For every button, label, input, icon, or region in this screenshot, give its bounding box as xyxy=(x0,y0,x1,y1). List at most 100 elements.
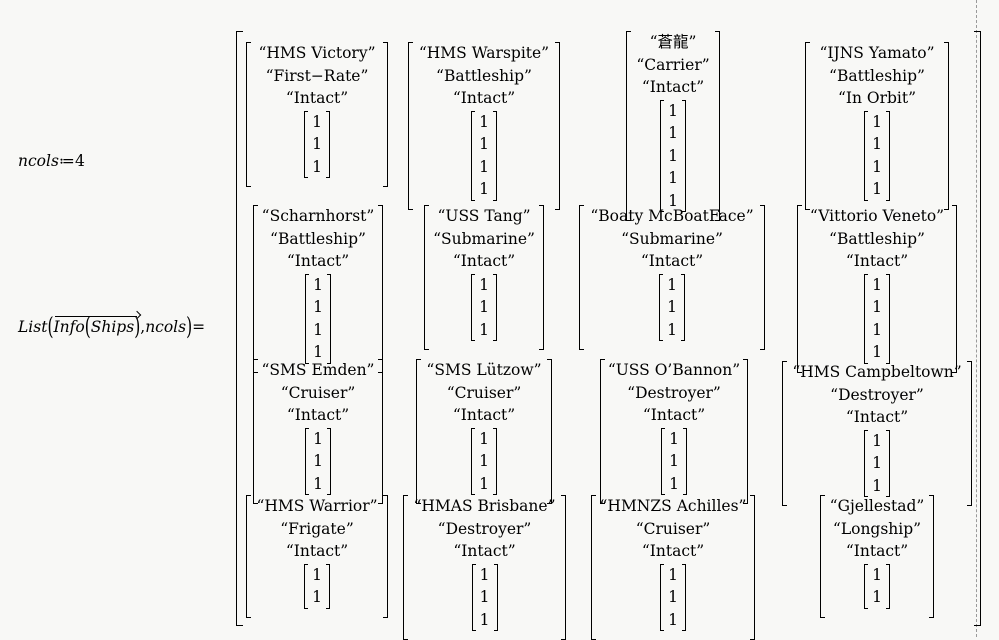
vector-left-bracket xyxy=(864,429,868,497)
vector-element: 1 xyxy=(669,452,679,470)
ship-type: “Carrier” xyxy=(636,55,710,74)
vector-element: 1 xyxy=(668,191,678,210)
vector-element: 1 xyxy=(479,452,489,470)
list-evaluation[interactable]: List(Info(Ships),ncols)= xyxy=(18,313,205,341)
inner-open-paren: ( xyxy=(84,313,91,341)
ship-status: “Intact” xyxy=(845,252,909,270)
ship-status: “Intact” xyxy=(452,252,516,270)
ship-type: “Cruiser” xyxy=(280,383,356,402)
vector-element: 1 xyxy=(312,112,322,131)
vector-right-bracket xyxy=(493,110,497,201)
vector-element: 1 xyxy=(872,343,882,361)
ship-type: “Destroyer” xyxy=(830,385,924,404)
vector-right-bracket xyxy=(493,563,498,631)
vector-right-bracket xyxy=(682,99,686,212)
ship-status: “Intact” xyxy=(285,542,349,560)
vector-element: 1 xyxy=(479,588,490,606)
vector-element: 1 xyxy=(872,135,882,153)
vector-element: 1 xyxy=(872,157,882,176)
record-left-bracket xyxy=(591,495,596,640)
vector-left-bracket xyxy=(659,273,663,341)
vector-element: 1 xyxy=(872,454,882,472)
vector-right-bracket xyxy=(886,429,890,497)
vector-left-bracket xyxy=(471,110,475,201)
ship-type: “Longship” xyxy=(832,519,922,538)
vector-right-bracket xyxy=(326,110,330,178)
record-left-bracket xyxy=(253,359,258,504)
vector-element: 1 xyxy=(479,320,489,339)
ship-name: “HMAS Brisbane” xyxy=(413,497,556,515)
record-left-bracket xyxy=(579,205,584,350)
ncols-variable: ncols xyxy=(18,152,59,170)
vector-element: 1 xyxy=(479,112,489,131)
vector-element: 1 xyxy=(312,588,322,606)
ships-variable: Ships xyxy=(90,318,135,336)
vector-right-bracket xyxy=(681,273,685,341)
record-right-bracket xyxy=(383,42,388,187)
ship-type: “Cruiser” xyxy=(635,519,711,538)
ship-name: “Vittorio Veneto” xyxy=(809,207,945,225)
ship-status: “Intact” xyxy=(845,408,909,426)
close-paren: ) xyxy=(186,313,193,341)
record-left-bracket xyxy=(600,359,605,504)
vector-element: 1 xyxy=(313,429,323,448)
ship-name: “HMNZS Achilles” xyxy=(599,497,747,515)
record-right-bracket xyxy=(760,205,765,350)
record-left-bracket xyxy=(253,205,258,373)
ship-type: “Battleship” xyxy=(829,66,925,85)
vector-element: 1 xyxy=(479,180,489,198)
ship-name: “HMS Victory” xyxy=(258,44,376,62)
ncols-definition[interactable]: ncols≔4 xyxy=(18,152,85,170)
vector-element: 1 xyxy=(668,146,678,165)
arg-comma: , xyxy=(140,318,146,336)
ship-type: “Frigate” xyxy=(280,519,354,538)
ship-name: “HMS Campbeltown” xyxy=(792,363,962,381)
ship-status: “Intact” xyxy=(845,542,909,560)
record-left-bracket xyxy=(782,361,787,506)
ship-name: “USS Tang” xyxy=(437,207,531,225)
vector-left-bracket xyxy=(471,273,475,341)
record-right-bracket xyxy=(715,31,720,221)
vector-element: 1 xyxy=(312,565,322,584)
record-right-bracket xyxy=(378,205,383,373)
vector-element: 1 xyxy=(313,474,323,493)
vector-element: 1 xyxy=(312,157,322,176)
record-left-bracket xyxy=(424,205,429,350)
vector-element: 1 xyxy=(667,298,677,316)
vector-element: 1 xyxy=(668,565,678,584)
ship-type: “Destroyer” xyxy=(627,383,721,402)
vector-element: 1 xyxy=(669,474,679,493)
record-left-bracket xyxy=(805,42,810,210)
record-left-bracket xyxy=(626,31,631,221)
record-left-bracket xyxy=(246,495,251,618)
record-right-bracket xyxy=(967,361,972,506)
ship-type: “Battleship” xyxy=(829,229,925,248)
vector-element: 1 xyxy=(872,298,882,316)
